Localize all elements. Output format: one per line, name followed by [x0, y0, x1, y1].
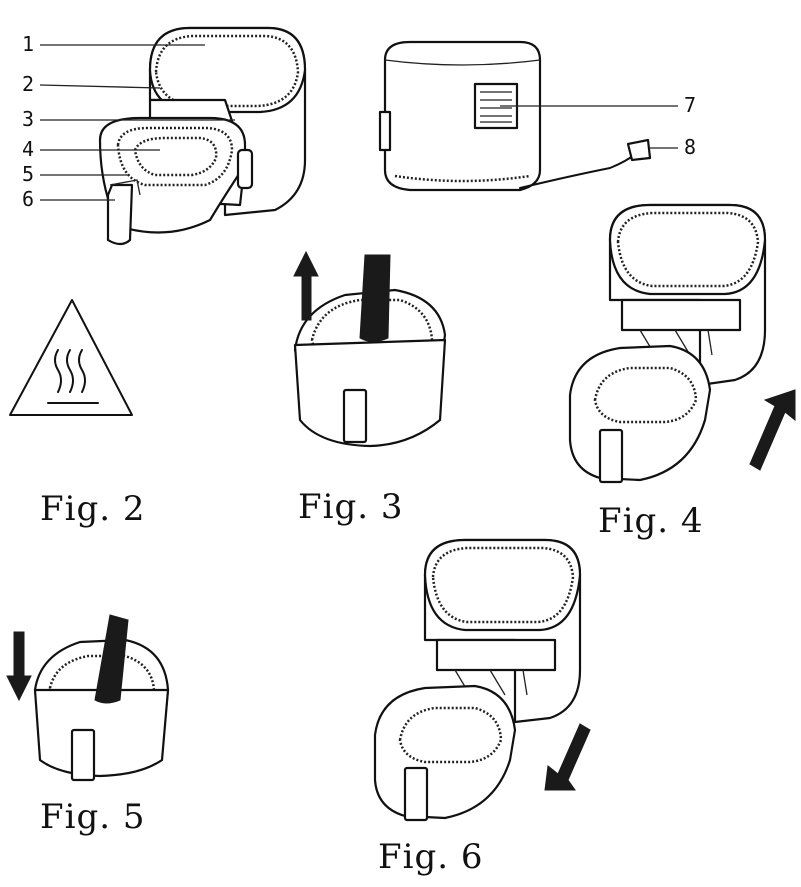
- air-fryer-front-view: [98, 26, 307, 246]
- callout-7: 7: [684, 93, 696, 117]
- callout-3: 3: [22, 107, 34, 131]
- callout-5: 5: [22, 162, 34, 186]
- fig6-caption: Fig. 6: [378, 837, 483, 877]
- callout-2: 2: [22, 72, 34, 96]
- callout-4: 4: [22, 137, 34, 161]
- fig5-caption: Fig. 5: [40, 797, 145, 837]
- hot-surface-warning-icon: [9, 299, 133, 416]
- callout-leaders-left: [39, 44, 235, 201]
- arrow-up-icon: [293, 250, 319, 321]
- fig6-basket-remove: [373, 538, 582, 822]
- fig2-caption: Fig. 2: [40, 489, 145, 529]
- fig4-basket-insert: [568, 203, 767, 484]
- arrow-down-icon: [6, 631, 32, 702]
- air-fryer-rear-view: [378, 40, 652, 192]
- arrow-diagonal-down-icon: [544, 723, 591, 791]
- fig5-basket-lower: [33, 614, 170, 782]
- callout-8: 8: [684, 135, 696, 159]
- callout-6: 6: [22, 187, 34, 211]
- callout-1: 1: [22, 32, 34, 56]
- fig3-basket-lift: [293, 254, 447, 448]
- fig3-caption: Fig. 3: [298, 487, 403, 527]
- fig4-caption: Fig. 4: [598, 501, 703, 541]
- arrow-diagonal-up-icon: [749, 389, 796, 471]
